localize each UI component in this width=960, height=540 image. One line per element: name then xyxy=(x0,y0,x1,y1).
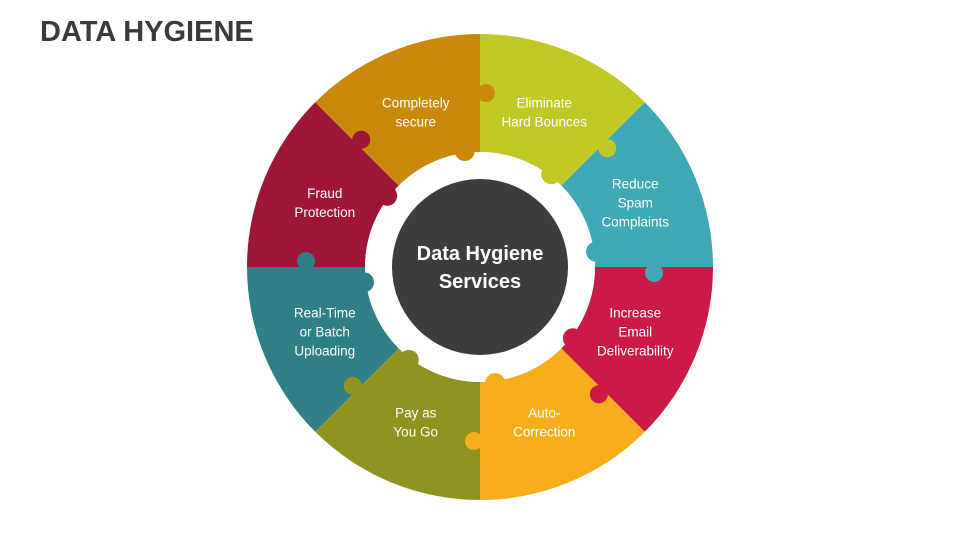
wheel-segment xyxy=(561,267,713,432)
wheel-segment xyxy=(315,33,480,186)
ring-knob xyxy=(354,272,374,293)
ring-knob xyxy=(454,141,475,161)
puzzle-tab xyxy=(352,130,371,149)
ring-knob xyxy=(586,241,606,262)
wheel-segment xyxy=(480,348,645,500)
ring-knob xyxy=(485,373,506,393)
wheel-segment xyxy=(480,34,645,186)
puzzle-tab xyxy=(465,432,483,450)
segment-layer xyxy=(247,33,713,500)
ring-knob xyxy=(541,164,562,185)
wheel-segment xyxy=(247,102,399,268)
segment-label: Auto-Correction xyxy=(513,406,575,440)
puzzle-tab xyxy=(598,139,617,158)
page-title: DATA HYGIENE xyxy=(40,16,254,48)
puzzle-tab xyxy=(297,252,315,270)
puzzle-tab xyxy=(589,385,608,404)
puzzle-tab xyxy=(477,84,495,102)
ring-knob xyxy=(562,328,583,349)
wheel-segment xyxy=(247,267,399,432)
ring-knob xyxy=(398,349,419,370)
puzzle-tab xyxy=(343,376,362,395)
center-circle xyxy=(392,179,568,355)
wheel-segment xyxy=(561,102,713,268)
puzzle-tab xyxy=(645,264,663,282)
ring-knob xyxy=(377,185,398,206)
wheel-segment xyxy=(315,348,480,500)
